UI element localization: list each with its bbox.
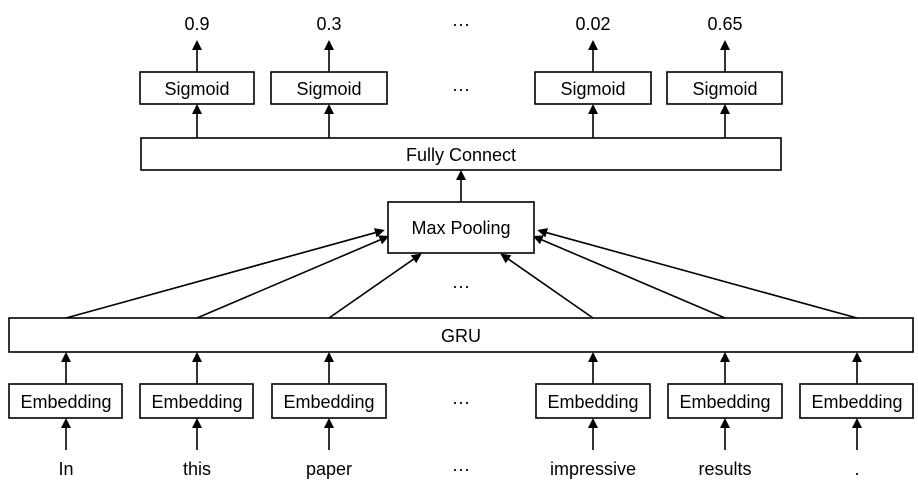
token-ellipsis: ···	[452, 459, 470, 479]
sigmoid-to-output-arrows	[192, 40, 730, 72]
pooling-ellipsis: ···	[452, 276, 470, 296]
arrowhead	[61, 418, 71, 428]
arrowhead	[324, 352, 334, 362]
output-value: 0.9	[184, 14, 209, 34]
input-token: impressive	[550, 459, 636, 479]
sigmoid-box	[534, 71, 652, 105]
sigmoid-box	[666, 71, 783, 105]
arrowhead	[588, 352, 598, 362]
arrowhead	[61, 352, 71, 362]
embedding-label: Embedding	[151, 392, 242, 412]
embedding-box	[667, 383, 783, 419]
embedding-box	[139, 383, 254, 419]
embedding-label: Embedding	[811, 392, 902, 412]
arrowhead	[720, 418, 730, 428]
fc-to-sigmoid-arrows	[192, 104, 730, 138]
arrowhead	[852, 352, 862, 362]
embedding-label: Embedding	[283, 392, 374, 412]
arrowhead	[324, 104, 334, 114]
embedding-row: Embedding Embedding Embedding ··· Embedd…	[8, 383, 914, 419]
embedding-to-gru-arrows	[61, 352, 862, 384]
fully-connect-box	[140, 137, 782, 171]
fully-connect-layer: Fully Connect	[140, 137, 782, 171]
sigmoid-label: Sigmoid	[692, 79, 757, 99]
sigmoid-label: Sigmoid	[296, 79, 361, 99]
gru-label: GRU	[441, 326, 481, 346]
token-row: In this paper ··· impressive results .	[58, 459, 859, 479]
arrowhead	[324, 418, 334, 428]
arrowhead	[500, 253, 512, 264]
gru-box	[8, 317, 914, 353]
input-token: results	[698, 459, 751, 479]
embedding-ellipsis: ···	[452, 392, 470, 412]
embedding-label: Embedding	[679, 392, 770, 412]
input-token: paper	[306, 459, 352, 479]
arrowhead	[588, 40, 598, 50]
embedding-label: Embedding	[547, 392, 638, 412]
arrowhead	[588, 418, 598, 428]
arrow-line	[328, 258, 414, 319]
arrow-line	[546, 231, 858, 319]
sigmoid-label: Sigmoid	[560, 79, 625, 99]
input-token: .	[854, 459, 859, 479]
gru-layer: GRU	[8, 317, 914, 353]
arrowhead	[532, 235, 544, 245]
output-value: 0.02	[575, 14, 610, 34]
fully-connect-label: Fully Connect	[406, 145, 516, 165]
arrowhead	[852, 418, 862, 428]
arrowhead	[588, 104, 598, 114]
output-value: 0.65	[707, 14, 742, 34]
arrowhead	[378, 235, 390, 245]
sigmoid-ellipsis: ···	[452, 79, 470, 99]
arrow-line	[196, 239, 381, 319]
arrowhead	[192, 104, 202, 114]
output-values: 0.9 0.3 ··· 0.02 0.65	[184, 14, 742, 34]
arrowhead	[720, 352, 730, 362]
sigmoid-row: Sigmoid Sigmoid ··· Sigmoid Sigmoid	[139, 71, 783, 105]
arrowhead	[192, 352, 202, 362]
arrowhead	[192, 418, 202, 428]
gru-to-pooling-arrows	[65, 228, 858, 319]
arrow-line	[541, 239, 726, 319]
arrow-line	[508, 258, 594, 319]
sigmoid-label: Sigmoid	[164, 79, 229, 99]
max-pooling-label: Max Pooling	[411, 218, 510, 238]
token-to-embedding-arrows	[61, 418, 862, 450]
arrow-line	[65, 231, 376, 319]
embedding-label: Embedding	[20, 392, 111, 412]
output-ellipsis: ···	[452, 14, 470, 34]
input-token: this	[183, 459, 211, 479]
embedding-box	[271, 383, 387, 419]
input-token: In	[58, 459, 73, 479]
output-value: 0.3	[316, 14, 341, 34]
arrowhead	[324, 40, 334, 50]
arrowhead	[374, 228, 385, 238]
embedding-box	[799, 383, 914, 419]
arrowhead	[410, 253, 422, 264]
arrowhead	[537, 228, 548, 238]
max-pooling-layer: Max Pooling	[387, 201, 535, 254]
arrowhead	[456, 170, 466, 180]
arrowhead	[720, 40, 730, 50]
arrowhead	[720, 104, 730, 114]
pooling-to-fc-arrow	[456, 170, 466, 202]
arrowhead	[192, 40, 202, 50]
max-pooling-box	[387, 201, 535, 254]
